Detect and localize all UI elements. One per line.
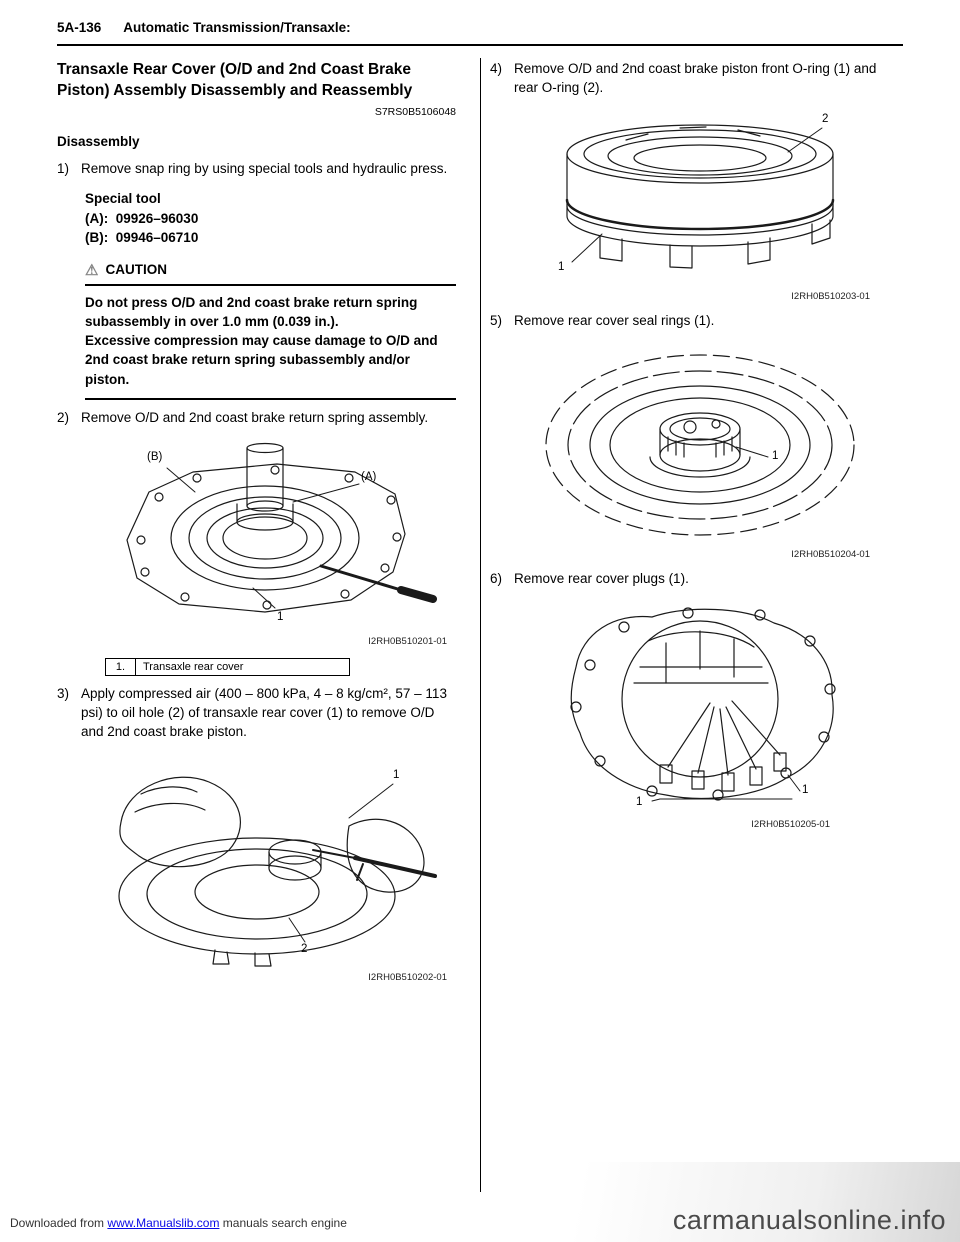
special-tool-heading: Special tool <box>85 191 161 207</box>
figure2-callout-2: 2 <box>301 942 308 955</box>
figure3-code: I2RH0B510203-01 <box>791 290 870 302</box>
step-6: 6) Remove rear cover plugs (1). <box>490 570 894 589</box>
header-rule <box>57 44 903 46</box>
caution-label: CAUTION <box>105 262 167 277</box>
manualslib-link[interactable]: www.Manualslib.com <box>107 1216 220 1230</box>
step-2-number: 2) <box>57 409 70 425</box>
step-5-number: 5) <box>490 313 503 329</box>
caution-text-1: Do not press O/D and 2nd coast brake ret… <box>85 294 418 330</box>
figure-seal-rings: 1 <box>530 345 870 545</box>
caution-body: Do not press O/D and 2nd coast brake ret… <box>85 286 456 400</box>
special-tool-block: Special tool (A): 09926–96030 (B): 09946… <box>85 189 456 248</box>
right-column: 4) Remove O/D and 2nd coast brake piston… <box>490 60 894 831</box>
section-heading: Transaxle Rear Cover (O/D and 2nd Coast … <box>57 61 413 99</box>
column-divider <box>480 58 481 1192</box>
corner-gradient <box>540 1162 960 1242</box>
figure5-code: I2RH0B510205-01 <box>751 819 830 831</box>
footer-downloaded-text: Downloaded from <box>10 1216 105 1230</box>
step-6-number: 6) <box>490 571 503 587</box>
page-number: 5A-136 <box>57 20 102 35</box>
step-1: 1) Remove snap ring by using special too… <box>57 160 456 179</box>
figure4-line-art <box>545 354 855 536</box>
step-5-text: Remove rear cover seal rings (1). <box>514 313 715 329</box>
step-2-text: Remove O/D and 2nd coast brake return sp… <box>81 409 429 425</box>
figure5-callout-1-right: 1 <box>802 784 809 797</box>
footer-search-text: manuals search engine <box>222 1216 347 1230</box>
legend-label: Transaxle rear cover <box>143 660 244 673</box>
figure5-line-art <box>570 607 836 802</box>
figure4-callout-1: 1 <box>772 449 779 462</box>
special-tool-a: (A): 09926–96030 <box>85 210 199 226</box>
figure4-code: I2RH0B510204-01 <box>791 548 870 560</box>
figure1-code: I2RH0B510201-01 <box>368 635 447 647</box>
subsection-heading: Disassembly <box>57 133 140 149</box>
page-header: 5A-136 Automatic Transmission/Transaxle: <box>57 20 903 35</box>
footer-note: Downloaded from www.Manualslib.com manua… <box>10 1216 347 1230</box>
figure-rear-cover-press: (B) (A) 1 <box>97 442 437 632</box>
figure1-callout-a: (A) <box>361 470 377 483</box>
figure2-line-art <box>118 776 437 967</box>
section-title: Automatic Transmission/Transaxle: <box>123 20 351 35</box>
step-3: 3) Apply compressed air (400 – 800 kPa, … <box>57 685 456 742</box>
left-column: Transaxle Rear Cover (O/D and 2nd Coast … <box>57 60 456 984</box>
reference-code: S7RS0B5106048 <box>374 105 456 118</box>
figure2-code: I2RH0B510202-01 <box>368 971 447 983</box>
watermark-text: carmanualsonline.info <box>672 1205 946 1235</box>
step-5: 5) Remove rear cover seal rings (1). <box>490 312 894 331</box>
step-4: 4) Remove O/D and 2nd coast brake piston… <box>490 60 894 98</box>
figure3-line-art <box>565 124 835 269</box>
step-1-number: 1) <box>57 161 70 177</box>
caution-block: ⚠ CAUTION Do not press O/D and 2nd coast… <box>85 261 456 400</box>
figure-rear-cover-plugs: 1 1 <box>548 603 848 815</box>
step-1-text: Remove snap ring by using special tools … <box>81 161 448 177</box>
figure1-callout-1: 1 <box>277 610 284 623</box>
figure-piston-orings: 2 1 <box>530 112 870 287</box>
figure-compressed-air: 1 2 <box>97 756 437 968</box>
special-tool-b: (B): 09946–06710 <box>85 230 199 246</box>
warning-triangle-icon: ⚠ <box>85 261 99 279</box>
figure5-callout-1-left: 1 <box>636 796 643 809</box>
step-3-number: 3) <box>57 686 70 702</box>
figure1-callout-b: (B) <box>147 450 163 463</box>
figure3-callout-2: 2 <box>822 112 829 125</box>
figure3-callout-1: 1 <box>558 260 565 273</box>
figure1-line-art <box>126 442 437 613</box>
figure2-callout-1: 1 <box>393 768 400 781</box>
step-2: 2) Remove O/D and 2nd coast brake return… <box>57 409 456 428</box>
caution-text-2: Excessive compression may cause damage t… <box>85 333 438 387</box>
step-4-text: Remove O/D and 2nd coast brake piston fr… <box>514 61 877 95</box>
parts-legend-table: 1. Transaxle rear cover <box>105 657 350 677</box>
caution-header: ⚠ CAUTION <box>85 261 456 286</box>
step-4-number: 4) <box>490 61 503 76</box>
step-6-text: Remove rear cover plugs (1). <box>514 571 689 587</box>
step-3-text: Apply compressed air (400 – 800 kPa, 4 –… <box>81 686 447 739</box>
legend-number: 1. <box>106 658 136 676</box>
